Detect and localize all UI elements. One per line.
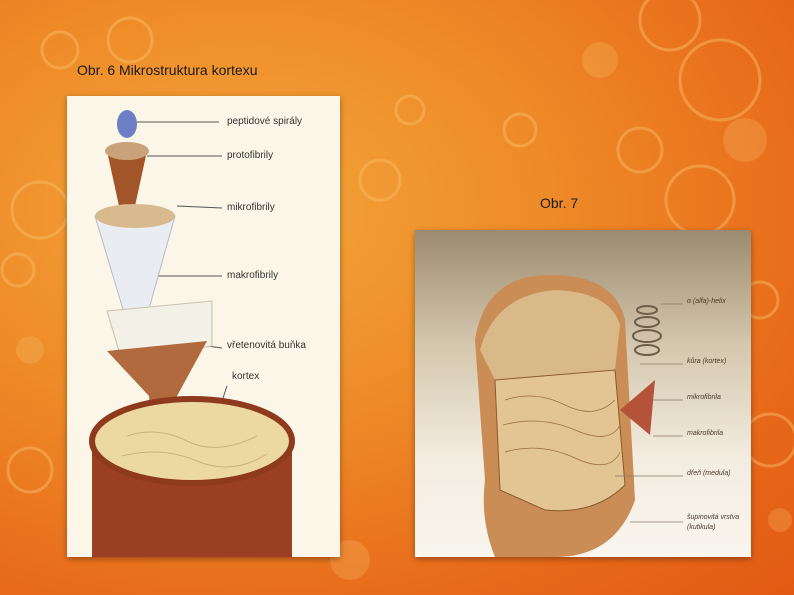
figure-6-image: peptidové spirály protofibrily mikrofibr… [67,96,340,557]
label-spindle-cell: vřetenovitá buňka [227,340,306,351]
hair-cross-section-illustration [475,275,683,557]
figure-6-caption: Obr. 6 Mikrostruktura kortexu [77,62,258,78]
label-medulla: dřeň (medula) [687,470,731,477]
label-microfibrils: mikrofibrily [227,202,275,213]
label-macrofibril: makrofibrila [687,430,724,437]
label-alpha-helix: α (alfa)-helix [687,298,726,305]
label-peptide-spirals: peptidové spirály [227,116,303,127]
figure-7-image: α (alfa)-helix kůra (kortex) mikrofibril… [415,230,751,557]
label-cortex-layer: kůra (kortex) [687,358,727,365]
label-protofibrils: protofibrily [227,150,274,161]
label-cuticle-line1: šupinovitá vrstva [687,514,740,521]
label-macrofibrils: makrofibrily [227,270,279,281]
label-cortex: kortex [232,371,260,382]
figure-7-caption: Obr. 7 [540,195,579,211]
label-cuticle-line2: (kutikula) [687,524,716,531]
cortex-microstructure-illustration [89,110,295,557]
label-microfibril: mikrofibrila [687,394,721,401]
